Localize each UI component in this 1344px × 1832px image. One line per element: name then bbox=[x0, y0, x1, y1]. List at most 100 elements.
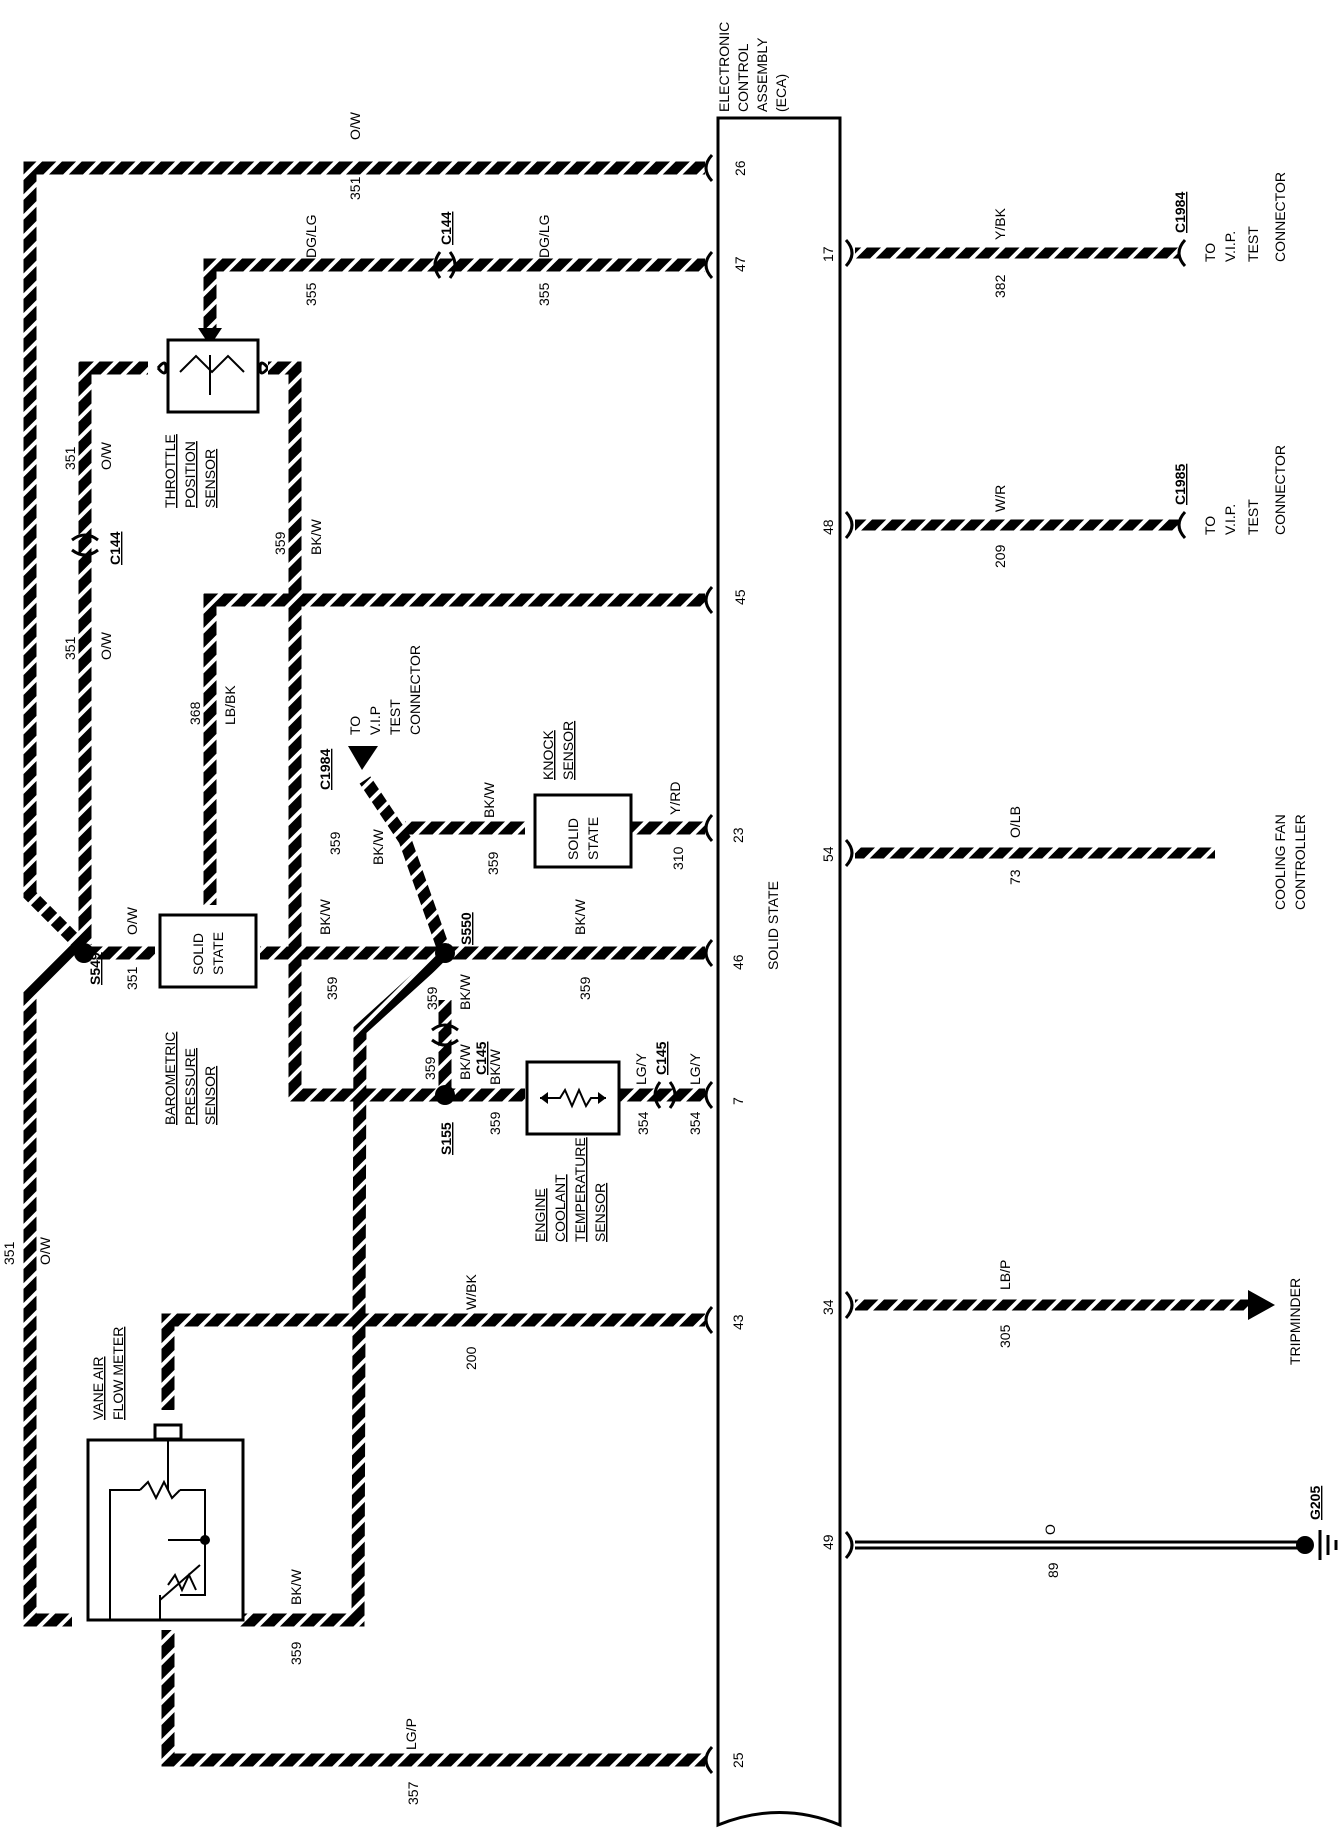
wire-label-ow-b: O/W bbox=[98, 631, 114, 660]
cooling-fan-line-1: COOLING FAN bbox=[1272, 814, 1288, 910]
wire-label-olb: O/LB bbox=[1007, 806, 1023, 838]
vaf-label-1: VANE AIR bbox=[90, 1356, 106, 1420]
wire-label-200: 200 bbox=[463, 1346, 479, 1370]
pin-34: 34 bbox=[820, 1299, 836, 1315]
wire-label-lbp: LB/P bbox=[997, 1260, 1013, 1290]
baro-label-2: PRESSURE bbox=[182, 1048, 198, 1125]
knock-sensor: SOLID STATE bbox=[533, 793, 633, 869]
throttle-position-sensor bbox=[156, 338, 270, 414]
wire-label-dglg-a: DG/LG bbox=[303, 214, 319, 258]
pin-46: 46 bbox=[730, 954, 746, 970]
ect-label: ENGINE COOLANT TEMPERATURE SENSOR bbox=[532, 1137, 608, 1242]
wire-label-382: 382 bbox=[992, 274, 1008, 298]
wire-label-354-b: 354 bbox=[687, 1111, 703, 1135]
wire-label-bkw-e: BK/W bbox=[481, 781, 497, 818]
eca-solid-state-label: SOLID STATE bbox=[765, 881, 781, 970]
connector-c1985: C1985 bbox=[1172, 464, 1188, 505]
wire-label-73: 73 bbox=[1007, 869, 1023, 885]
wire-label-351-b: 351 bbox=[62, 636, 78, 660]
vip-b-line-2: TEST bbox=[1245, 499, 1261, 535]
wire-label-357: 357 bbox=[405, 1781, 421, 1805]
wire-label-368: 368 bbox=[187, 701, 203, 725]
connector-c145-b: C145 bbox=[653, 1041, 669, 1075]
eca-title-line-2: CONTROL bbox=[735, 43, 751, 112]
vip-mid-line-1: V.I.P bbox=[367, 706, 383, 735]
wire-label-bkw-c: BK/W bbox=[572, 898, 588, 935]
c145-connector-a bbox=[431, 1023, 459, 1047]
ect-label-3: TEMPERATURE bbox=[572, 1137, 588, 1242]
wire-label-ow-top: O/W bbox=[347, 111, 363, 140]
c144-connector-b bbox=[433, 251, 457, 279]
wire-label-209: 209 bbox=[992, 544, 1008, 568]
vip-a-to: TO bbox=[1202, 243, 1218, 262]
wire-label-305: 305 bbox=[997, 1324, 1013, 1348]
tps-label-1: THROTTLE bbox=[162, 434, 178, 508]
splice-s155-dot bbox=[435, 1085, 455, 1105]
wire-351-ow bbox=[23, 161, 705, 1627]
wire-label-ybk: Y/BK bbox=[992, 207, 1008, 240]
pin-17: 17 bbox=[820, 246, 836, 262]
ect-label-2: COOLANT bbox=[552, 1174, 568, 1242]
splice-s549-dot bbox=[74, 943, 94, 963]
knock-solid: SOLID bbox=[565, 818, 581, 860]
vip-a-line-1: V.I.P. bbox=[1222, 231, 1238, 262]
vip-b-line-1: V.I.P. bbox=[1222, 504, 1238, 535]
wire-label-o: O bbox=[1042, 1524, 1058, 1535]
wire-label-359-e: 359 bbox=[485, 851, 501, 875]
tps-label-3: SENSOR bbox=[202, 449, 218, 508]
engine-coolant-temperature-sensor bbox=[525, 1060, 621, 1136]
knock-label-1: KNOCK bbox=[540, 730, 556, 780]
eca-pins-left: 26 47 45 23 46 7 43 25 bbox=[730, 160, 748, 1768]
connector-c145-a: C145 bbox=[473, 1041, 489, 1075]
wire-label-359-h: 359 bbox=[487, 1111, 503, 1135]
wire-label-lgp: LG/P bbox=[403, 1718, 419, 1750]
wire-label-dglg-b: DG/LG bbox=[536, 214, 552, 258]
baro-label-1: BAROMETRIC bbox=[162, 1032, 178, 1125]
wire-label-351-c: 351 bbox=[124, 966, 140, 990]
vaf-label: VANE AIR FLOW METER bbox=[90, 1327, 126, 1420]
wire-label-89: 89 bbox=[1045, 1562, 1061, 1578]
wire-label-bkw-f: BK/W bbox=[457, 973, 473, 1010]
tps-label: THROTTLE POSITION SENSOR bbox=[162, 434, 218, 508]
wire-label-359-i: 359 bbox=[288, 1641, 304, 1665]
wire-label-lbbk: LB/BK bbox=[222, 685, 238, 725]
pin-48: 48 bbox=[820, 519, 836, 535]
wire-label-lgy-b: LG/Y bbox=[687, 1052, 703, 1085]
wire-label-yrd: Y/RD bbox=[667, 782, 683, 815]
baro-label-3: SENSOR bbox=[202, 1066, 218, 1125]
pin-49: 49 bbox=[820, 1534, 836, 1550]
wire-label-355-b: 355 bbox=[536, 282, 552, 306]
wire-label-359-c: 359 bbox=[577, 976, 593, 1000]
wire-label-355-a: 355 bbox=[303, 282, 319, 306]
eca-title-line-1: ELECTRONIC bbox=[716, 22, 732, 112]
wire-label-351-top: 351 bbox=[347, 176, 363, 200]
wire-label-bkw-h: BK/W bbox=[487, 1048, 503, 1085]
vip-connector-b-label: TO V.I.P. TEST CONNECTOR bbox=[1202, 445, 1288, 535]
ground-icon bbox=[1318, 1530, 1338, 1560]
wire-355-dglg bbox=[198, 258, 705, 346]
vip-mid-line-3: CONNECTOR bbox=[407, 645, 423, 735]
knock-label: KNOCK SENSOR bbox=[540, 721, 576, 780]
wire-label-359-d: 359 bbox=[327, 831, 343, 855]
splice-s550-dot bbox=[435, 943, 455, 963]
tripminder-label: TRIPMINDER bbox=[1287, 1278, 1303, 1365]
pin-47: 47 bbox=[732, 256, 748, 272]
splice-s155: S155 bbox=[438, 1122, 454, 1155]
baro-state: STATE bbox=[210, 932, 226, 975]
wire-label-351-d: 351 bbox=[1, 1241, 17, 1265]
wire-label-bkw-b: BK/W bbox=[317, 898, 333, 935]
cooling-fan-controller-label: COOLING FAN CONTROLLER bbox=[1272, 814, 1308, 910]
ground-g205: G205 bbox=[1307, 1486, 1323, 1520]
wire-label-bkw-a: BK/W bbox=[308, 518, 324, 555]
pin-43: 43 bbox=[730, 1314, 746, 1330]
eca-title-line-4: (ECA) bbox=[773, 74, 789, 112]
splice-s549: S549 bbox=[87, 952, 103, 985]
wire-357-lgp bbox=[161, 1630, 705, 1767]
connector-c1984-mid: C1984 bbox=[317, 749, 333, 790]
baro-solid: SOLID bbox=[190, 933, 206, 975]
ect-label-1: ENGINE bbox=[532, 1188, 548, 1242]
wire-200-wbk bbox=[161, 1313, 705, 1410]
knock-state: STATE bbox=[585, 817, 601, 860]
vane-air-flow-meter bbox=[86, 1423, 245, 1622]
